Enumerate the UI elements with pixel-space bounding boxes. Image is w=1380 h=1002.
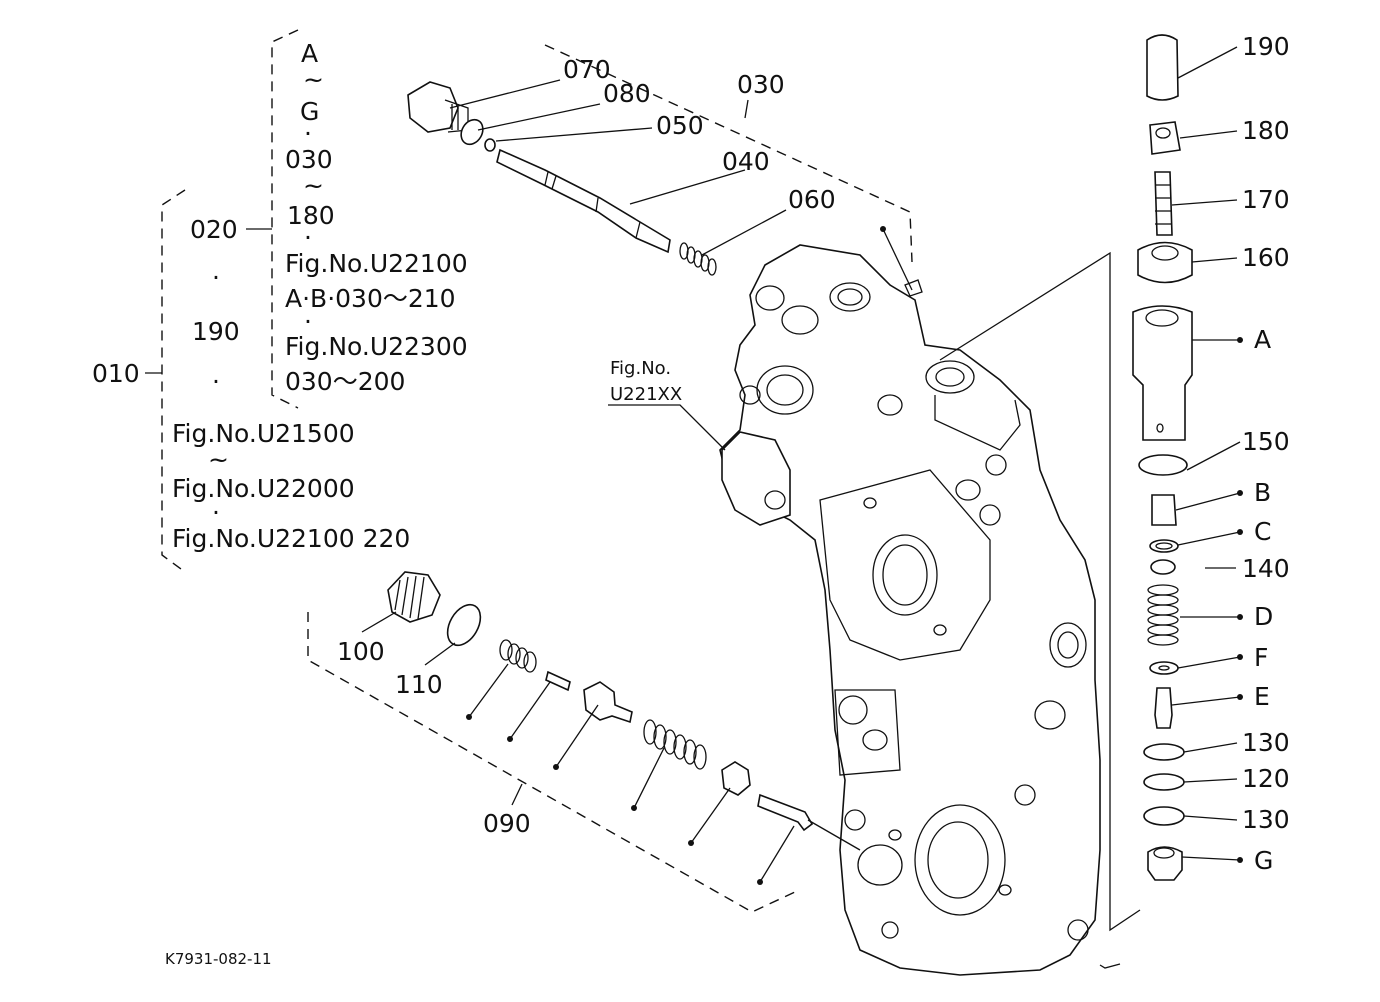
fig-ref-u22300: Fig.No.U22300 bbox=[285, 332, 468, 361]
callout-090: 090 bbox=[483, 809, 531, 838]
gear-case-housing bbox=[719, 244, 1121, 976]
dot-separator: · bbox=[212, 498, 220, 527]
fig-ref-u22000: Fig.No.U22000 bbox=[172, 474, 355, 503]
callout-190: 190 bbox=[1242, 32, 1290, 61]
top-bracket bbox=[271, 29, 299, 409]
callout-f: F bbox=[1254, 643, 1268, 672]
dot-separator: · bbox=[304, 307, 312, 336]
top-bracket-group: A ~ G · 030 ~ 180 · Fig.No.U22100 A·B·03… bbox=[246, 29, 468, 409]
figure-code: K7931-082-11 bbox=[165, 950, 272, 968]
callout-100: 100 bbox=[337, 637, 385, 666]
group-090-boundary bbox=[307, 612, 796, 913]
left-bracket-group: 010 020 · 190 · Fig.No.U21500 ~ Fig.No.U… bbox=[92, 189, 410, 573]
callout-160: 160 bbox=[1242, 243, 1290, 272]
valve-group-090: 090 100 bbox=[307, 571, 861, 913]
dot-separator: · bbox=[304, 223, 312, 252]
housing-fig-label: Fig.No. bbox=[610, 358, 671, 379]
range-ab-030-210: A·B·030～210 bbox=[285, 284, 456, 313]
callout-040: 040 bbox=[722, 147, 770, 176]
callout-a: A bbox=[1254, 325, 1271, 354]
callout-070: 070 bbox=[563, 55, 611, 84]
valve-group-030: 030 070 080 050 040 060 bbox=[407, 44, 923, 297]
callout-c: C bbox=[1254, 517, 1271, 546]
callout-120: 120 bbox=[1242, 764, 1290, 793]
callout-b: B bbox=[1254, 478, 1271, 507]
tilde-separator: ~ bbox=[303, 171, 324, 200]
callout-180: 180 bbox=[1242, 116, 1290, 145]
callout-g: G bbox=[1254, 846, 1273, 875]
fig-ref-u21500: Fig.No.U21500 bbox=[172, 419, 355, 448]
fig-ref-u22100: Fig.No.U22100 bbox=[285, 249, 468, 278]
dot-separator: · bbox=[212, 367, 220, 396]
range-180: 180 bbox=[287, 201, 335, 230]
range-end-g: G bbox=[300, 97, 319, 126]
callout-050: 050 bbox=[656, 111, 704, 140]
callout-110: 110 bbox=[395, 670, 443, 699]
fig-ref-u22100-220: Fig.No.U22100 220 bbox=[172, 524, 410, 553]
callout-140: 140 bbox=[1242, 554, 1290, 583]
range-start-a: A bbox=[301, 39, 318, 68]
housing-fig-number: U221XX bbox=[610, 384, 682, 405]
group-030-boundary bbox=[544, 44, 913, 263]
dot-separator: · bbox=[304, 119, 312, 148]
callout-060: 060 bbox=[788, 185, 836, 214]
callout-130-upper: 130 bbox=[1242, 728, 1290, 757]
range-030: 030 bbox=[285, 145, 333, 174]
callout-170: 170 bbox=[1242, 185, 1290, 214]
relief-valve-stack: 190 180 170 160 A 150 B C 140 D F E 130 … bbox=[939, 32, 1290, 932]
callout-010: 010 bbox=[92, 359, 140, 388]
callout-150: 150 bbox=[1242, 427, 1290, 456]
tilde-separator: ~ bbox=[208, 445, 229, 474]
range-030-200: 030～200 bbox=[285, 367, 405, 396]
callout-080: 080 bbox=[603, 79, 651, 108]
callout-020: 020 bbox=[190, 215, 238, 244]
left-bracket bbox=[161, 189, 186, 573]
dot-separator: · bbox=[212, 263, 220, 292]
housing-fig-ref: Fig.No. U221XX bbox=[608, 358, 726, 451]
callout-e: E bbox=[1254, 682, 1270, 711]
callout-130-lower: 130 bbox=[1242, 805, 1290, 834]
callout-d: D bbox=[1254, 602, 1273, 631]
tilde-separator: ~ bbox=[303, 65, 324, 94]
callout-190-left: 190 bbox=[192, 317, 240, 346]
callout-030: 030 bbox=[737, 70, 785, 99]
